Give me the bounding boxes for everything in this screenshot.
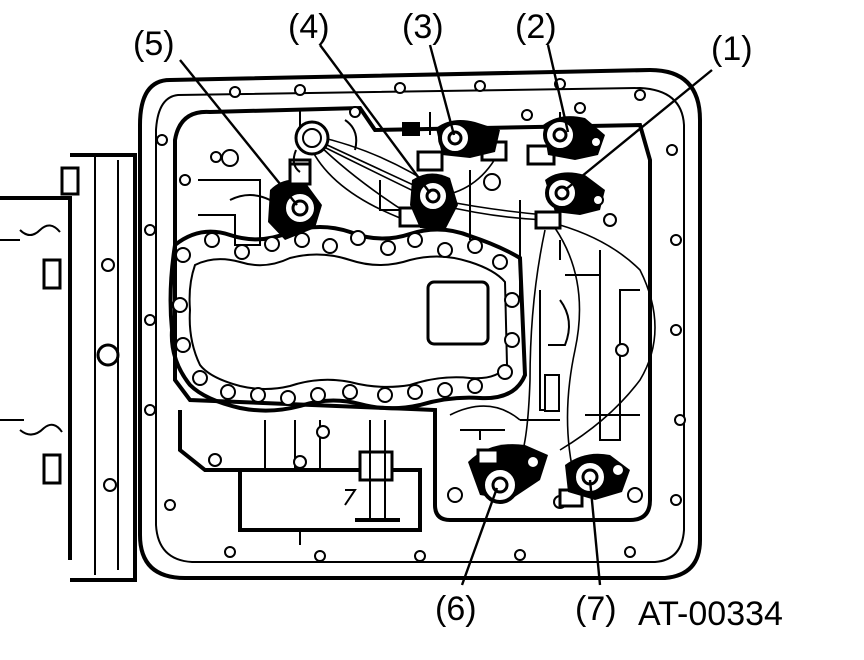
- bolt-hole: [670, 324, 682, 336]
- bolt-hole: [437, 382, 453, 398]
- transmission-case: [0, 153, 137, 582]
- bolt-hole: [310, 387, 326, 403]
- case-bolt: [42, 166, 120, 492]
- bolt-hole: [342, 384, 358, 400]
- leader-line-2: [546, 44, 570, 133]
- bolt-hole: [175, 247, 191, 263]
- bolt-hole: [314, 550, 326, 562]
- leader-line-5: [179, 59, 298, 206]
- lower-valve-section: [178, 410, 422, 545]
- bolt-hole: [514, 549, 526, 561]
- bolt-hole: [474, 80, 486, 92]
- bolt-hole: [144, 224, 156, 236]
- callout-labels: (1) (2) (3) (4) (5) (6) (7): [133, 8, 753, 628]
- bolt-hole: [670, 494, 682, 506]
- callout-7: (7): [575, 590, 617, 628]
- bolt-hole: [164, 499, 176, 511]
- bolt-hole: [467, 378, 483, 394]
- bolt-hole: [280, 390, 296, 406]
- bolt-hole: [437, 242, 453, 258]
- bolt-hole: [504, 332, 520, 348]
- leader-line-6: [460, 487, 499, 586]
- bolt-hole: [264, 236, 280, 252]
- harness-clip: [292, 120, 330, 173]
- figure-id: AT-00334: [638, 595, 783, 633]
- solenoid-6: [468, 444, 548, 504]
- flange-bolt-holes: [144, 78, 686, 562]
- bolt-hole: [380, 240, 396, 256]
- callout-4: (4): [288, 8, 330, 46]
- bolt-hole: [224, 546, 236, 558]
- bolt-hole: [407, 232, 423, 248]
- solenoid-2: [543, 116, 605, 160]
- bolt-hole: [634, 89, 646, 101]
- bolt-hole: [394, 82, 406, 94]
- bolt-hole: [250, 387, 266, 403]
- callout-3: (3): [402, 8, 444, 46]
- bolt-hole: [172, 297, 188, 313]
- bolt-hole: [674, 414, 686, 426]
- bolt-hole: [192, 370, 208, 386]
- leader-line-3: [428, 44, 456, 136]
- bolt-hole: [666, 144, 678, 156]
- bolt-hole: [504, 292, 520, 308]
- bolt-hole: [229, 86, 241, 98]
- bolt-hole: [350, 230, 366, 246]
- leader-line-4: [319, 44, 431, 194]
- bolt-hole: [497, 364, 513, 380]
- solenoid-4: [410, 173, 458, 230]
- bolt-hole: [144, 404, 156, 416]
- callout-2: (2): [515, 8, 557, 46]
- gasket-bolt-holes: [172, 230, 520, 406]
- bolt-hole: [467, 238, 483, 254]
- solenoid-7: [565, 453, 630, 500]
- callout-5: (5): [133, 25, 175, 63]
- bolt-hole: [220, 384, 236, 400]
- bolt-hole: [234, 244, 250, 260]
- bolt-hole: [175, 337, 191, 353]
- callout-6: (6): [435, 590, 477, 628]
- bolt-hole: [322, 238, 338, 254]
- callout-1: (1): [711, 30, 753, 68]
- solenoid-1: [545, 172, 605, 215]
- leader-line-1: [564, 69, 713, 191]
- bolt-hole: [144, 314, 156, 326]
- leader-lines: [179, 44, 713, 586]
- bolt-hole: [377, 387, 393, 403]
- bolt-hole: [294, 84, 306, 96]
- bolt-hole: [624, 546, 636, 558]
- bolt-hole: [156, 134, 168, 146]
- bolt-hole: [204, 232, 220, 248]
- bolt-hole: [670, 234, 682, 246]
- bolt-hole: [407, 384, 423, 400]
- bolt-hole: [414, 550, 426, 562]
- bolt-hole: [492, 254, 508, 270]
- valve-body-flange: [138, 67, 702, 580]
- leader-line-7: [588, 479, 602, 586]
